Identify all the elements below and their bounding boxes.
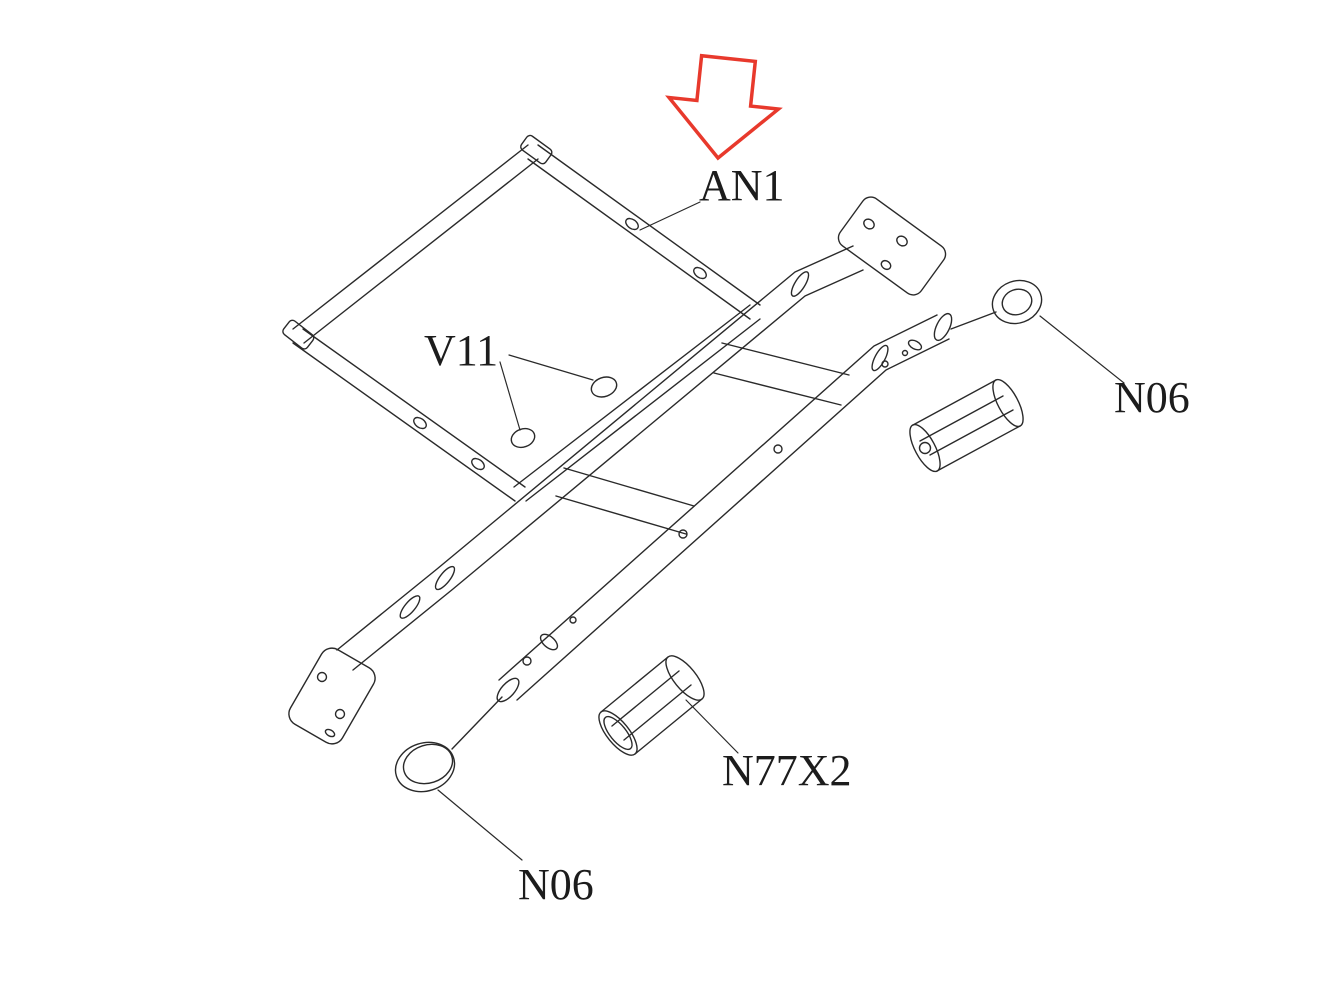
frame-hole bbox=[413, 416, 427, 430]
sleeve-part-right bbox=[909, 378, 1024, 473]
sleeve-part-bottom bbox=[598, 655, 705, 756]
plate-hole bbox=[316, 671, 328, 683]
tube-hole bbox=[773, 444, 783, 454]
tube-slot bbox=[539, 633, 559, 651]
label-v11: V11 bbox=[424, 326, 498, 375]
tube-hole bbox=[522, 656, 532, 666]
tube-hole bbox=[881, 360, 889, 368]
part-labels: AN1 V11 N06 N77X2 N06 bbox=[424, 161, 1190, 909]
frame-hole bbox=[693, 266, 707, 280]
line-art bbox=[282, 134, 1125, 861]
cross-members bbox=[555, 342, 850, 535]
label-n06-bottom: N06 bbox=[518, 860, 594, 909]
leader-n77x2 bbox=[685, 699, 739, 754]
tube-slot bbox=[907, 339, 923, 351]
mounting-plate-top bbox=[837, 196, 947, 296]
leader-an1 bbox=[639, 201, 701, 231]
leader-v11-a bbox=[499, 361, 521, 431]
leader-v11-b bbox=[508, 354, 594, 381]
tube-joint bbox=[790, 271, 810, 297]
tube-joint bbox=[399, 595, 421, 619]
tube-end-cap bbox=[520, 134, 553, 165]
frame-hole bbox=[625, 217, 639, 231]
tube-joint bbox=[434, 565, 456, 591]
tube-hole bbox=[569, 616, 577, 624]
assembly-axis-line bbox=[451, 696, 503, 750]
tube-open-end bbox=[933, 312, 953, 342]
plate-hole bbox=[896, 235, 908, 247]
end-cap-part-top bbox=[950, 279, 1043, 330]
plate-hole bbox=[863, 218, 875, 230]
tube-hole bbox=[678, 529, 688, 539]
end-cap-part-bottom bbox=[394, 696, 503, 793]
leader-lines bbox=[437, 201, 1125, 861]
mounting-plate-bottom bbox=[288, 647, 376, 745]
plug-parts-v11 bbox=[510, 376, 618, 449]
label-n77x2: N77X2 bbox=[722, 746, 852, 795]
tube-hole bbox=[901, 349, 909, 357]
tube-end-cap bbox=[282, 319, 315, 350]
plate-hole bbox=[880, 259, 892, 271]
left-rail-tube bbox=[288, 196, 947, 745]
leader-n06-bottom bbox=[437, 789, 523, 861]
plate-hole bbox=[324, 728, 336, 738]
plate-hole bbox=[334, 708, 346, 720]
label-an1: AN1 bbox=[699, 161, 785, 210]
assembly-axis-line bbox=[950, 311, 997, 330]
frame-hole bbox=[471, 457, 485, 471]
leader-n06-top bbox=[1039, 315, 1125, 384]
callout-arrow-icon bbox=[665, 53, 783, 161]
top-rectangle-frame bbox=[282, 134, 761, 502]
right-rail-tube bbox=[496, 312, 953, 703]
label-n06-top: N06 bbox=[1114, 373, 1190, 422]
